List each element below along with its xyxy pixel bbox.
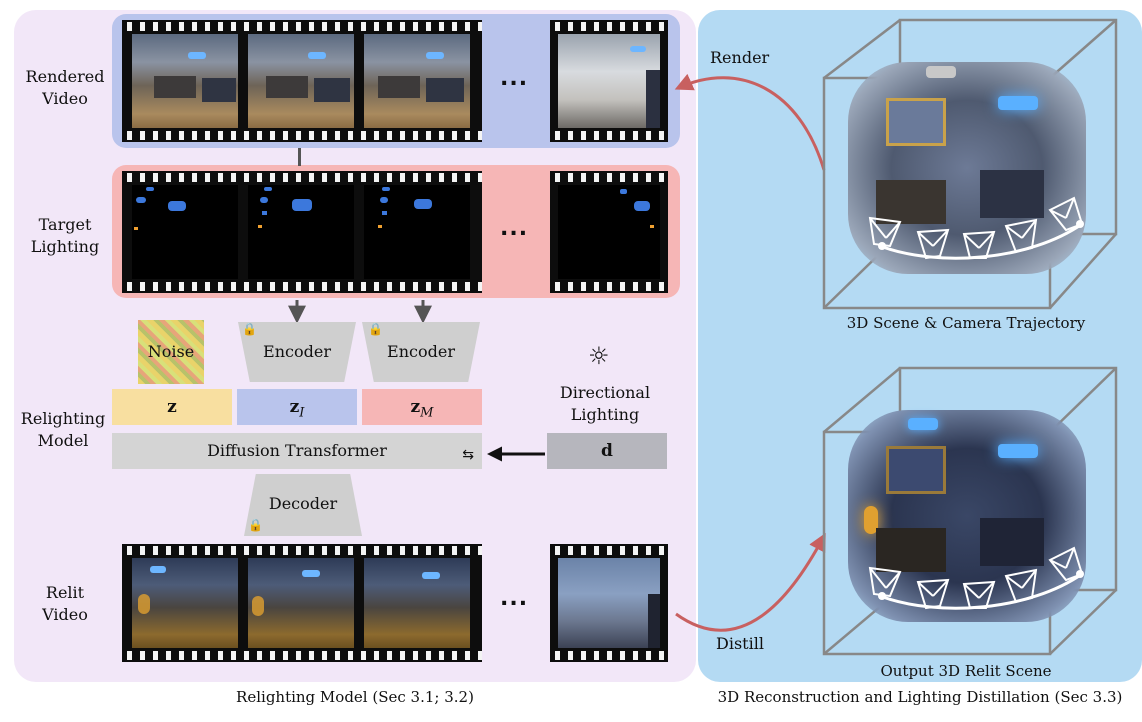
connector-line (298, 148, 301, 166)
encoder-2: Encoder (362, 322, 480, 382)
d-label: d (601, 441, 613, 461)
sun-icon: ☼ (588, 342, 610, 370)
render-arrow (674, 73, 826, 171)
caption-relit-scene: Output 3D Relit Scene (880, 662, 1052, 680)
diffusion-transformer-label: Diffusion Transformer (207, 441, 387, 460)
relit-frame-1 (132, 558, 238, 648)
ellipsis-relit: ... (500, 586, 529, 611)
rendered-video-strip (122, 20, 482, 142)
label-rendered-video: Rendered Video (25, 67, 105, 108)
latent-z-m: zM (362, 389, 482, 425)
label-relit-video: Relit Video (42, 583, 88, 624)
ellipsis-lighting: ... (500, 216, 529, 241)
camera-trajectory-top (868, 196, 1084, 260)
lighting-frame-3 (364, 185, 470, 279)
latent-z-label: z (167, 397, 177, 417)
scene-image-bottom (848, 410, 1086, 622)
direction-vector-d: d (547, 433, 667, 469)
decoder: Decoder (244, 474, 362, 536)
latent-z-m-label: z (410, 397, 421, 417)
latent-z-m-subscript: M (420, 405, 434, 421)
encoder-1-label: Encoder (263, 342, 331, 361)
lighting-frame-2 (248, 185, 354, 279)
latent-z-i-subscript: I (299, 405, 305, 421)
ellipsis-rendered: ... (500, 66, 529, 91)
render-label: Render (710, 48, 770, 67)
lock-icon: 🔒 (242, 322, 257, 336)
relit-video-strip (122, 544, 482, 662)
caption-3d-scene: 3D Scene & Camera Trajectory (846, 314, 1086, 332)
lock-icon: 🔒 (248, 518, 263, 532)
latent-z-i: zI (237, 389, 357, 425)
diffusion-transformer: Diffusion Transformer ⇆ (112, 433, 482, 469)
latent-z: z (112, 389, 232, 425)
lighting-frame-1 (132, 185, 238, 279)
label-relighting-model: Relighting Model (20, 409, 106, 450)
relit-video-last-frame (550, 544, 668, 662)
caption-reconstruction: 3D Reconstruction and Lighting Distillat… (717, 688, 1123, 706)
noise-label: Noise (147, 342, 195, 361)
rendered-video-last-frame (550, 20, 668, 142)
distill-label: Distill (716, 634, 764, 653)
relit-frame-2 (248, 558, 354, 648)
encoder-2-label: Encoder (387, 342, 455, 361)
rendered-frame-2 (248, 34, 354, 128)
label-directional-lighting: Directional Lighting (559, 383, 651, 424)
label-target-lighting: Target Lighting (30, 215, 100, 256)
target-lighting-strip (122, 171, 482, 293)
noise-patch: Noise (138, 320, 204, 384)
encoder-1: Encoder (238, 322, 356, 382)
caption-relighting-model: Relighting Model (Sec 3.1; 3.2) (236, 688, 474, 706)
lock-icon: 🔒 (368, 322, 383, 336)
target-lighting-last-frame (550, 171, 668, 293)
rendered-frame-1 (132, 34, 238, 128)
loop-icon: ⇆ (462, 447, 474, 463)
scene-image-top (848, 62, 1086, 274)
distill-arrow (675, 532, 826, 632)
latent-z-i-label: z (289, 397, 300, 417)
relit-frame-3 (364, 558, 470, 648)
rendered-frame-3 (364, 34, 470, 128)
decoder-label: Decoder (268, 494, 338, 513)
camera-trajectory-bottom (868, 546, 1084, 610)
